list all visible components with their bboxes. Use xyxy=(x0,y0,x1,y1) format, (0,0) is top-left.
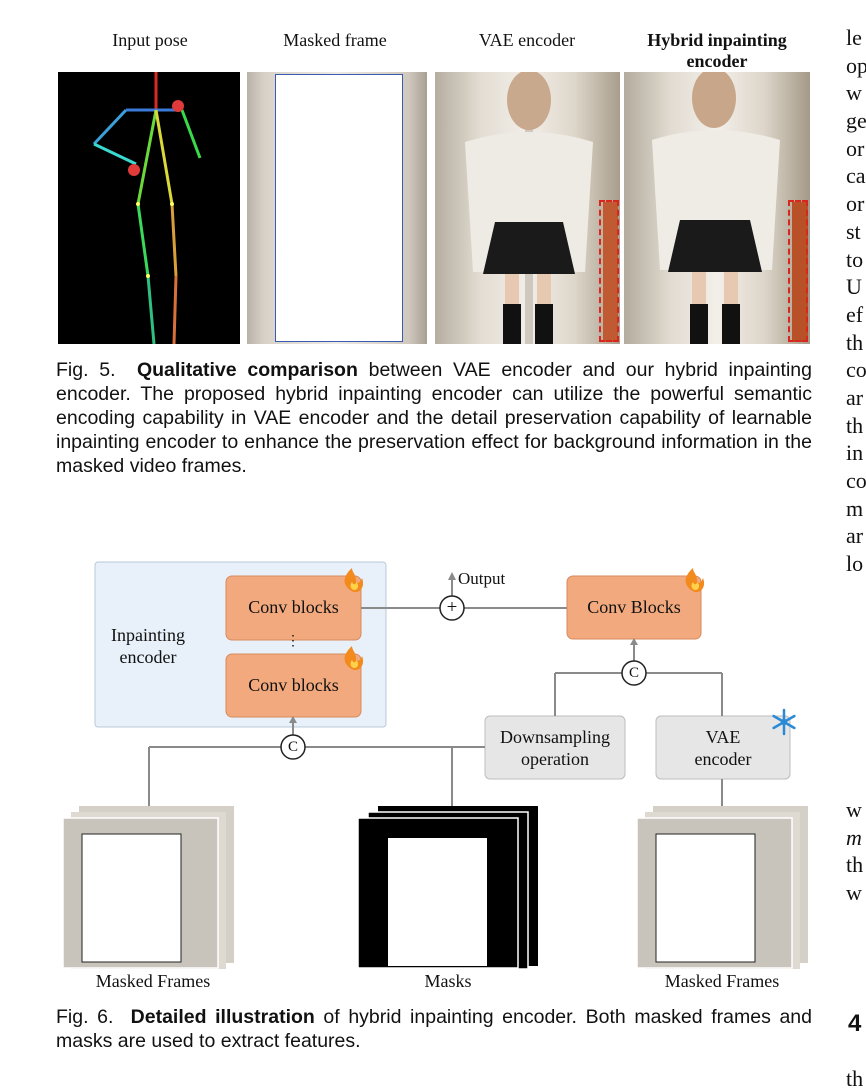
fig5-caption-rest: between VAE encoder and our hybrid inpai… xyxy=(56,359,812,477)
masked-frames-left-label: Masked Frames xyxy=(95,971,211,991)
flame-icon xyxy=(344,646,364,671)
masks-stack xyxy=(357,806,538,970)
fig6-caption: Fig. 6. Detailed illustration of hybrid … xyxy=(56,1005,812,1053)
fig5-label-input-pose: Input pose xyxy=(112,30,188,50)
concat-symbol-right: C xyxy=(628,665,639,681)
plus-symbol: + xyxy=(446,597,458,618)
right-fragment: or xyxy=(846,191,865,217)
fig6-caption-rest: of hybrid inpainting encoder. Both maske… xyxy=(56,1006,812,1052)
hybrid-detail-box xyxy=(788,200,808,342)
masked-frames-stack-left xyxy=(62,806,234,969)
right-fragment: th xyxy=(846,329,864,355)
right-fragment: w xyxy=(846,880,862,906)
conv-blocks-top-label: Conv blocks xyxy=(248,597,339,617)
vae-encoder-label: VAE encoder xyxy=(656,726,790,770)
downsampling-label-line2: operation xyxy=(521,749,589,769)
right-fragment: co xyxy=(846,468,866,493)
vae-artifact-box xyxy=(599,200,619,342)
inpainting-label-line2: encoder xyxy=(119,647,177,667)
right-column-text-upper: le op w ge or ca or st to U ef th co ar … xyxy=(846,24,866,578)
fig6-caption-prefix: Fig. 6. xyxy=(56,1006,114,1028)
fig5-label-vae-encoder: VAE encoder xyxy=(478,30,576,50)
right-fragment: th xyxy=(846,412,864,438)
right-fragment: w xyxy=(846,80,862,106)
masked-frame-image xyxy=(247,72,427,344)
masks-label: Masks xyxy=(424,971,472,991)
snowflake-icon xyxy=(772,708,796,736)
masked-frames-stack-right xyxy=(636,806,808,969)
right-fragment: to xyxy=(846,246,864,272)
right-fragment-bottom: th xyxy=(846,1066,864,1091)
inpainting-label-line1: Inpainting xyxy=(111,625,185,645)
right-fragment: co xyxy=(846,357,866,383)
right-fragment: m xyxy=(846,495,864,521)
section-number-fragment: 4 xyxy=(848,1010,862,1037)
vae-label-line2: encoder xyxy=(694,749,752,769)
right-fragment: lo xyxy=(846,551,864,577)
conv-blocks-right-label: Conv Blocks xyxy=(587,597,681,617)
right-fragment: ca xyxy=(846,163,866,189)
right-fragment: or xyxy=(846,135,865,161)
mask-region xyxy=(275,74,403,342)
pose-image xyxy=(58,72,240,344)
right-fragment: U xyxy=(846,274,862,300)
vertical-ellipsis: ⋮ xyxy=(286,634,300,649)
downsampling-label: Downsampling operation xyxy=(485,726,625,770)
fig5-caption-prefix: Fig. 5. xyxy=(56,359,116,381)
concat-operator-left xyxy=(280,734,306,760)
right-fragment: ge xyxy=(846,108,866,134)
right-fragment: in xyxy=(846,440,864,466)
right-column-text-lower: w m th w xyxy=(846,796,866,907)
right-fragment: ar xyxy=(846,523,864,549)
right-fragment: ar xyxy=(846,384,864,410)
masked-frames-right-label: Masked Frames xyxy=(664,971,780,991)
output-label: Output xyxy=(458,569,506,588)
right-fragment: ef xyxy=(846,301,864,327)
concat-symbol-left: C xyxy=(287,739,298,755)
vae-result-image xyxy=(435,72,620,344)
inpainting-encoder-label: Inpainting encoder xyxy=(96,624,200,668)
vae-label-line1: VAE xyxy=(705,727,741,747)
fig5-caption-bold: Qualitative comparison xyxy=(136,359,358,381)
fig5-label-masked-frame: Masked frame xyxy=(283,30,387,50)
conv-blocks-bottom-label: Conv blocks xyxy=(248,675,339,695)
concat-operator-right xyxy=(621,660,647,686)
right-fragment: w xyxy=(846,797,862,822)
fig5-label-hybrid-encoder: Hybrid inpainting encoder xyxy=(647,30,787,71)
right-fragment: op xyxy=(846,52,866,78)
fig5-caption: Fig. 5. Qualitative comparison between V… xyxy=(56,358,812,478)
downsampling-label-line1: Downsampling xyxy=(500,727,610,747)
flame-icon xyxy=(344,568,364,593)
right-fragment: le xyxy=(846,25,862,50)
flame-icon xyxy=(685,568,705,593)
right-fragment: th xyxy=(846,852,864,878)
hybrid-result-image xyxy=(624,72,810,344)
right-fragment: st xyxy=(846,218,861,244)
right-fragment: m xyxy=(846,824,862,850)
fig6-caption-bold: Detailed illustration xyxy=(130,1006,315,1028)
plus-operator xyxy=(439,595,465,621)
